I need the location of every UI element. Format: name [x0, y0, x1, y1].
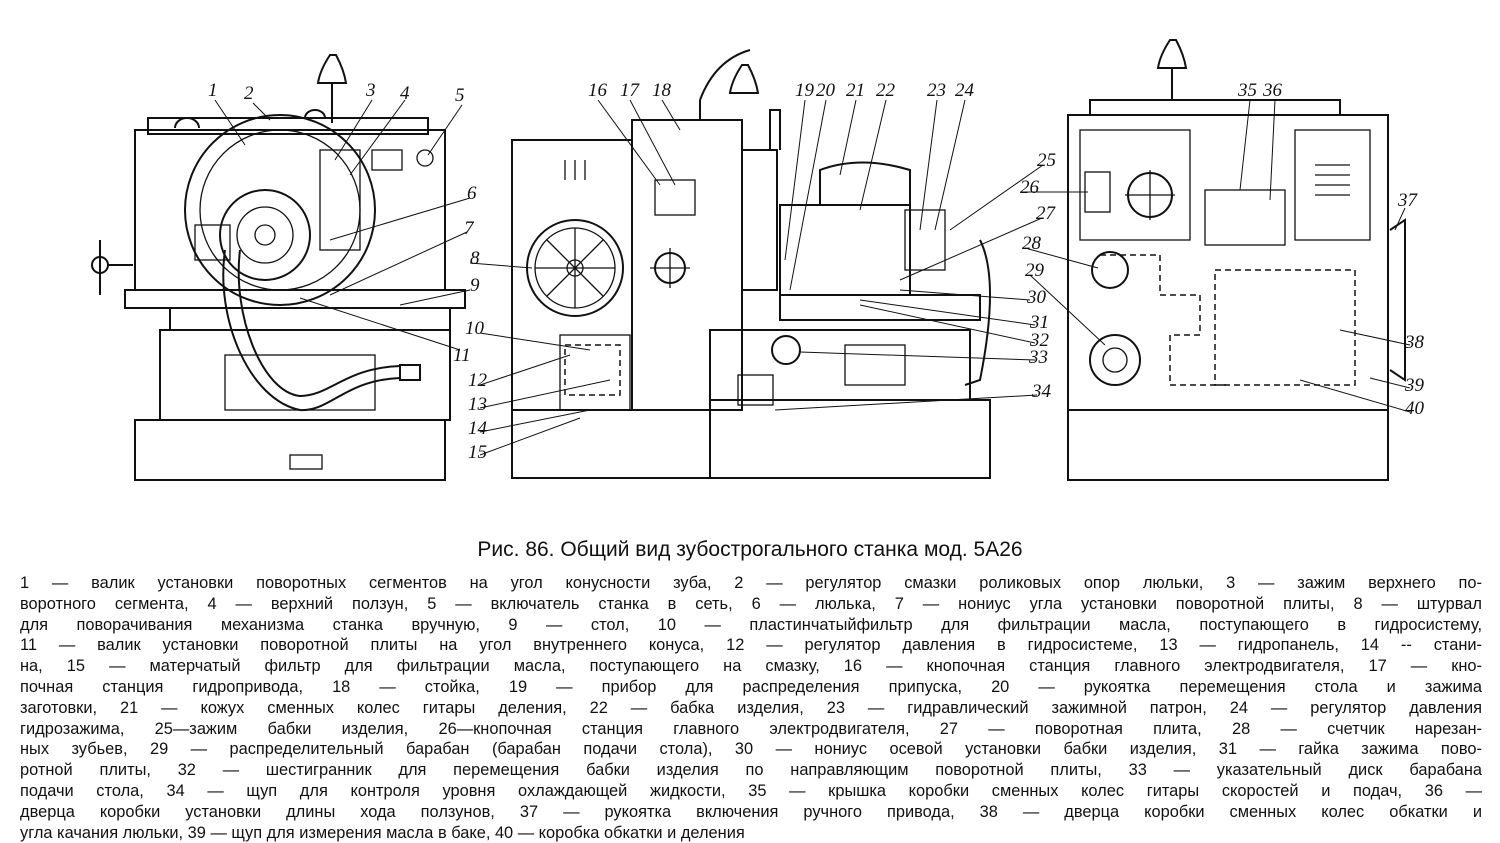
- callout-32: 32: [1029, 330, 1050, 351]
- callout-27: 27: [1036, 203, 1057, 224]
- callout-24: 24: [955, 80, 975, 101]
- callout-9: 9: [470, 275, 480, 296]
- callout-26: 26: [1020, 177, 1040, 198]
- callout-20: 20: [816, 80, 836, 101]
- figure-caption: 1 — валик установки поворотных сегментов…: [20, 573, 1482, 843]
- front-view-left: [91, 54, 466, 481]
- callout-11: 11: [453, 345, 471, 366]
- caption-line: угла качания люльки, 39 — щуп для измере…: [20, 823, 745, 842]
- callout-7: 7: [464, 218, 475, 239]
- callout-29: 29: [1025, 260, 1045, 281]
- callout-3: 3: [365, 80, 376, 101]
- side-view-right: [1067, 39, 1406, 481]
- caption-line: гидрозажима, 25—зажим бабки изделия, 26—…: [20, 719, 1482, 738]
- callout-33: 33: [1028, 347, 1048, 368]
- callout-31: 31: [1029, 312, 1049, 333]
- caption-line: подачи стола, 34 — щуп для контроля уров…: [20, 781, 1482, 800]
- caption-line: 11 — валик установки поворотной плиты на…: [20, 636, 1482, 655]
- caption-line: ротной плиты, 32 — шестигранник для пере…: [20, 761, 1482, 780]
- caption-line: дверца коробки установки длины хода полз…: [20, 802, 1482, 821]
- callout-40: 40: [1405, 398, 1425, 419]
- callout-12: 12: [468, 370, 488, 391]
- callout-16: 16: [588, 80, 608, 101]
- callout-23: 23: [927, 80, 946, 101]
- callout-38: 38: [1404, 332, 1425, 353]
- callout-10: 10: [465, 318, 485, 339]
- machine-drawing: 1 2 3 4 5 6 7 8 9 10 11 12 13 14 15 16 1…: [91, 39, 1425, 481]
- callout-25: 25: [1037, 150, 1056, 171]
- callout-28: 28: [1022, 233, 1042, 254]
- figure-title: Рис. 86. Общий вид зубострогального стан…: [477, 538, 1023, 561]
- callout-22: 22: [876, 80, 896, 101]
- callout-8: 8: [470, 248, 480, 269]
- caption-line: заготовки, 21 — кожух сменных колес гита…: [20, 698, 1482, 717]
- leader-lines: [214, 99, 1411, 456]
- caption-line: ных зубьев, 29 — распределительный бараб…: [20, 740, 1482, 759]
- callout-14: 14: [468, 418, 488, 439]
- callout-39: 39: [1404, 375, 1425, 396]
- callout-13: 13: [468, 394, 487, 415]
- caption-line: почная станция гидропривода, 18 — стойка…: [20, 677, 1482, 696]
- callout-5: 5: [455, 85, 465, 106]
- callout-labels: 1 2 3 4 5 6 7 8 9 10 11 12 13 14 15 16 1…: [208, 80, 1425, 463]
- callout-17: 17: [620, 80, 641, 101]
- caption-line: 1 — валик установки поворотных сегментов…: [20, 574, 1482, 592]
- callout-35: 35: [1237, 80, 1257, 101]
- callout-15: 15: [468, 442, 487, 463]
- callout-30: 30: [1026, 287, 1047, 308]
- callout-21: 21: [846, 80, 865, 101]
- callout-19: 19: [795, 80, 815, 101]
- callout-18: 18: [652, 80, 672, 101]
- callout-4: 4: [400, 83, 410, 104]
- callout-34: 34: [1031, 381, 1052, 402]
- caption-line: воротного сегмента, 4 — верхний ползун, …: [20, 594, 1482, 613]
- caption-line: для поворачивания механизма станка вручн…: [20, 615, 1482, 634]
- caption-line: на, 15 — матерчатый фильтр для фильтраци…: [20, 657, 1482, 676]
- callout-2: 2: [244, 83, 254, 104]
- front-view-middle: [511, 49, 991, 479]
- callout-37: 37: [1397, 190, 1419, 211]
- callout-1: 1: [208, 80, 218, 101]
- callout-6: 6: [467, 183, 477, 204]
- callout-36: 36: [1262, 80, 1283, 101]
